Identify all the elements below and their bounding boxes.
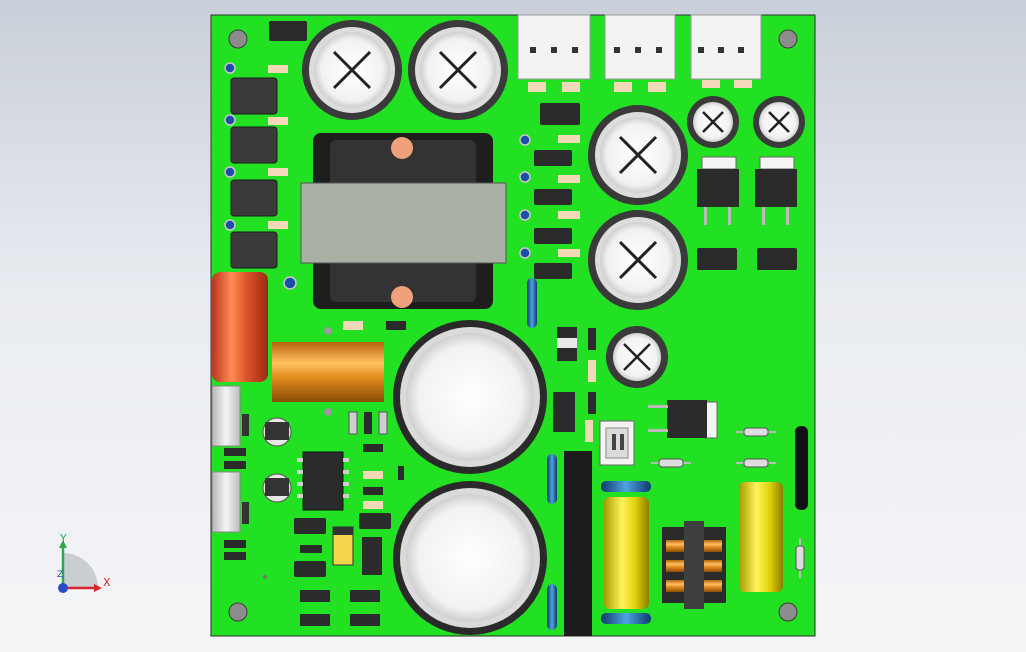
- electrolytic-cap-top-2[interactable]: [408, 20, 508, 120]
- mosfet-left-column[interactable]: [230, 65, 288, 269]
- blue-bead-1[interactable]: [527, 278, 537, 328]
- electrolytic-cap-large-2[interactable]: [393, 481, 547, 635]
- smd-c1[interactable]: [363, 444, 383, 452]
- regulator-3[interactable]: [648, 400, 718, 439]
- transistor-to92-1[interactable]: [262, 417, 292, 447]
- regulator-2[interactable]: [755, 156, 797, 225]
- smd-left-4[interactable]: [224, 552, 246, 560]
- electrolytic-cap-large-1[interactable]: [393, 320, 547, 474]
- connector-left-2[interactable]: [211, 471, 249, 533]
- smd-r-vert-2[interactable]: [588, 360, 596, 382]
- smd-inductor-small[interactable]: [362, 537, 382, 575]
- axial-resistor-1[interactable]: [736, 427, 776, 437]
- transistor-to92-2[interactable]: [262, 473, 292, 503]
- inductor-copper[interactable]: [272, 342, 384, 402]
- electrolytic-cap-small-1[interactable]: [687, 96, 739, 148]
- mounting-hole-bl: [228, 602, 248, 622]
- connector-jst[interactable]: [599, 420, 635, 466]
- film-capacitor-orange[interactable]: [212, 272, 268, 382]
- vias-left: [224, 62, 297, 290]
- smd-resistor-b[interactable]: [386, 321, 406, 330]
- connector-left-1[interactable]: [211, 385, 249, 447]
- smd-resistor-a[interactable]: [343, 321, 363, 330]
- smd-c3[interactable]: [363, 487, 383, 495]
- smd-ic-mid[interactable]: [553, 392, 575, 432]
- smd-pad-2[interactable]: [350, 590, 380, 602]
- blue-bead-2[interactable]: [547, 454, 557, 504]
- blue-bead-3[interactable]: [547, 584, 557, 630]
- smd-pad-4[interactable]: [350, 614, 380, 626]
- electrolytic-cap-top-1[interactable]: [302, 20, 402, 120]
- vias-center: [519, 134, 531, 259]
- connector-top-3[interactable]: [690, 14, 762, 88]
- film-capacitor-yellow-2[interactable]: [739, 482, 783, 592]
- smd-left-1[interactable]: [224, 448, 246, 456]
- resistors-vertical[interactable]: [348, 411, 388, 435]
- axial-resistor-3[interactable]: [736, 458, 776, 468]
- transformer[interactable]: [300, 133, 507, 309]
- smd-c4[interactable]: [363, 501, 383, 509]
- mounting-hole-tl: [228, 29, 248, 49]
- blue-bead-horizontal-1[interactable]: [601, 481, 651, 492]
- smd-r-vert-3[interactable]: [588, 392, 596, 414]
- common-mode-choke[interactable]: [662, 521, 726, 609]
- smd-left-3[interactable]: [224, 540, 246, 548]
- diode-axial-small[interactable]: [557, 327, 577, 361]
- y-axis-label: Y: [60, 532, 67, 545]
- via-small: [324, 327, 332, 335]
- smd-inductor-2[interactable]: [757, 248, 797, 270]
- electrolytic-cap-small-3[interactable]: [606, 326, 668, 388]
- electrolytic-cap-right-1[interactable]: [588, 105, 688, 205]
- x-axis-label: X: [103, 576, 111, 589]
- tantalum-cap-yellow[interactable]: [332, 526, 354, 566]
- heatsink-bar[interactable]: [564, 451, 592, 636]
- film-capacitor-yellow-1[interactable]: [604, 497, 649, 609]
- smd-c2[interactable]: [363, 471, 383, 479]
- smd-sot[interactable]: [398, 466, 404, 480]
- regulator-1[interactable]: [697, 156, 739, 225]
- mounting-hole-br: [778, 602, 798, 622]
- blue-bead-horizontal-2[interactable]: [601, 613, 651, 624]
- smd-inductor-1[interactable]: [697, 248, 737, 270]
- smd-r-vert-4[interactable]: [585, 420, 593, 442]
- axial-resistor-vertical[interactable]: [795, 538, 805, 578]
- diode-smd-3[interactable]: [294, 561, 326, 577]
- electrolytic-cap-right-2[interactable]: [588, 210, 688, 310]
- mounting-hole-tr: [778, 29, 798, 49]
- connector-top-1[interactable]: [517, 14, 591, 92]
- diode-smd-1[interactable]: [294, 518, 326, 534]
- smd-r-vert-1[interactable]: [588, 328, 596, 350]
- black-bead-vertical[interactable]: [795, 426, 808, 510]
- smd-c5[interactable]: [300, 545, 322, 553]
- diode-smd-2[interactable]: [359, 513, 391, 529]
- smd-pad-3[interactable]: [300, 614, 330, 626]
- smd-left-2[interactable]: [224, 461, 246, 469]
- smd-ic-top[interactable]: [269, 21, 307, 41]
- via-tiny: [263, 575, 267, 579]
- coordinate-triad: [58, 540, 102, 593]
- diodes-center-column[interactable]: [534, 135, 580, 279]
- axial-resistor-2[interactable]: [651, 458, 691, 468]
- smd-pad-1[interactable]: [300, 590, 330, 602]
- via-small-2: [324, 408, 332, 416]
- electrolytic-cap-small-2[interactable]: [753, 96, 805, 148]
- connector-top-2[interactable]: [604, 14, 676, 92]
- z-axis-label: Z: [57, 570, 64, 580]
- dip-ic[interactable]: [297, 451, 349, 511]
- smd-ic-middle[interactable]: [540, 103, 580, 125]
